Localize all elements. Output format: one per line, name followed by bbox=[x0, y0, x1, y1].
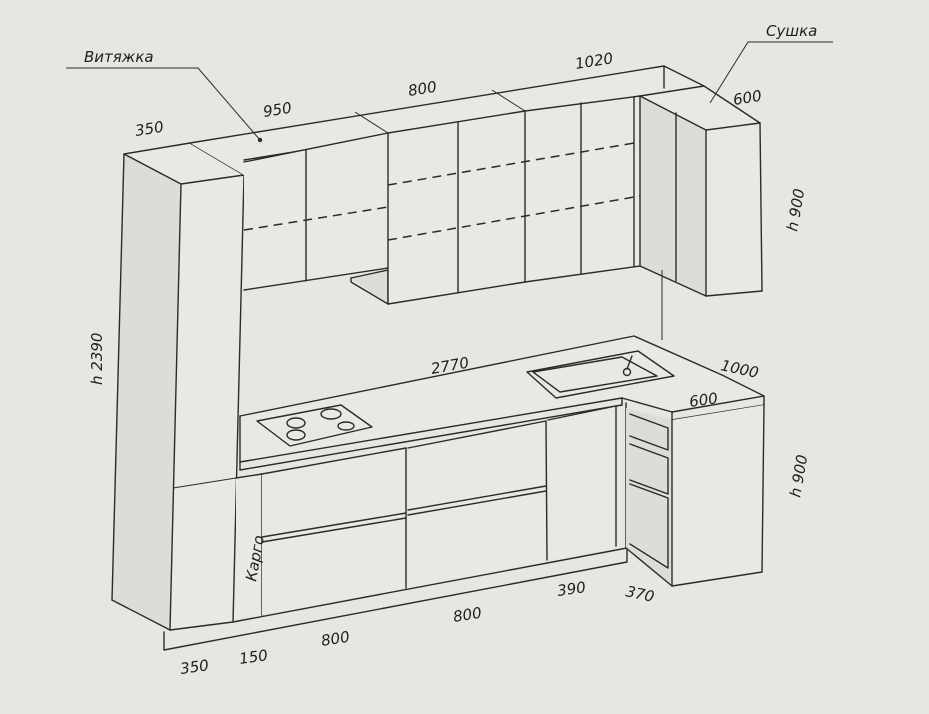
corner-return-unit bbox=[625, 404, 765, 587]
dim-600-mid: 600 bbox=[688, 389, 719, 411]
sink bbox=[526, 350, 675, 399]
leader-lines bbox=[66, 41, 833, 143]
dim-150: 150 bbox=[238, 646, 269, 668]
dim-800-right: 800 bbox=[452, 604, 483, 626]
dim-h900-top: h 900 bbox=[783, 187, 808, 232]
base-cabinets bbox=[261, 402, 627, 615]
dim-370: 370 bbox=[624, 582, 656, 606]
dim-950: 950 bbox=[262, 99, 293, 121]
dim-h2390: h 2390 bbox=[88, 333, 106, 385]
dim-350-top: 350 bbox=[134, 118, 165, 140]
dryer-label: Сушка bbox=[766, 22, 817, 40]
upper-cabinets bbox=[189, 65, 763, 305]
hood-label: Витяжка bbox=[84, 48, 154, 66]
dim-h900-bottom: h 900 bbox=[786, 453, 811, 498]
dim-800-left: 800 bbox=[320, 628, 351, 650]
tall-column bbox=[111, 142, 245, 631]
dim-600-top: 600 bbox=[732, 87, 763, 109]
dim-800-top: 800 bbox=[407, 78, 438, 100]
dim-1020: 1020 bbox=[574, 49, 615, 73]
dim-350-bottom: 350 bbox=[179, 656, 210, 678]
plinth bbox=[163, 547, 628, 651]
hob bbox=[256, 404, 373, 447]
dim-390: 390 bbox=[556, 578, 587, 600]
